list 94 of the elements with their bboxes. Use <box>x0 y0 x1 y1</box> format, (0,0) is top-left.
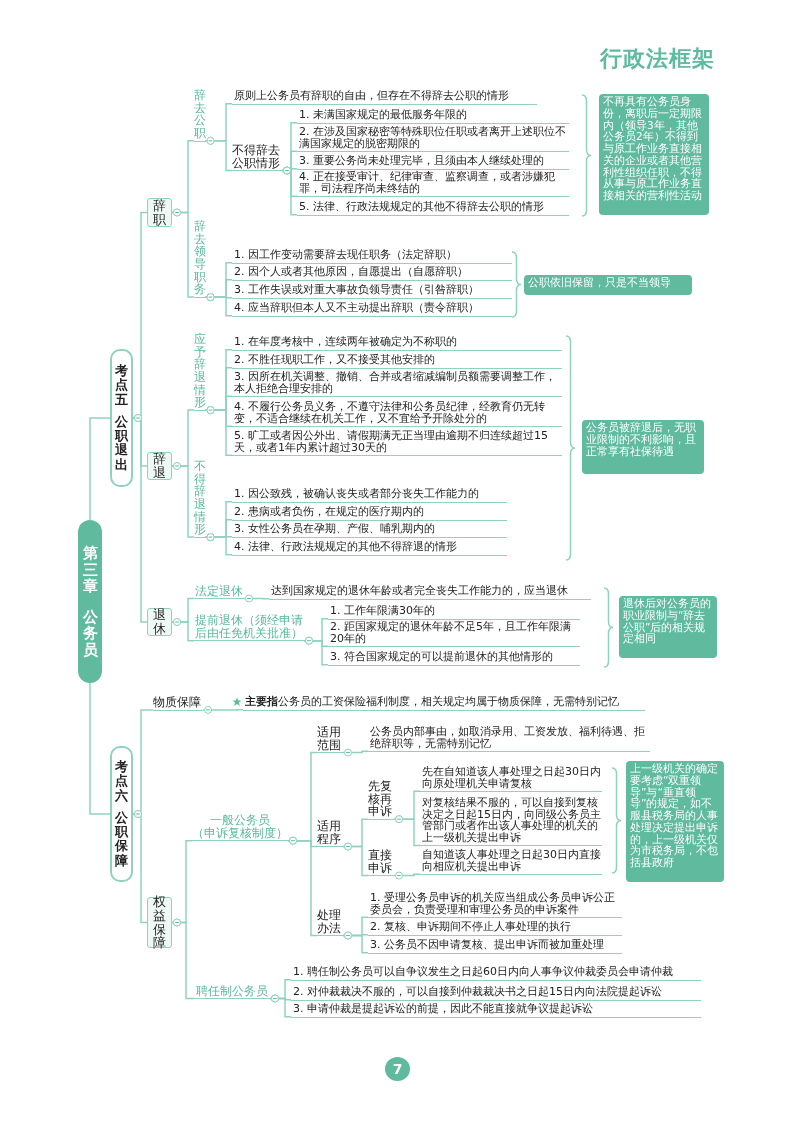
note-box: 不再具有公务员身份，离职后一定期限内（领导3年，其他公务员2年）不得到与原工作业务直接相关的企业或者其他营利性组织任职，不得从事与原工作业务直接相关的营利性活动 <box>599 94 709 215</box>
branch-heading: 辞去公职 <box>194 89 206 142</box>
connector-line <box>204 136 233 172</box>
list-item: 3. 工作失误或对重大事故负领导责任（引咎辞职） <box>232 284 512 299</box>
chapter-title: 公务员 <box>82 608 98 658</box>
section-box: 权益保障 <box>147 897 172 948</box>
list-item: 公务员内部事由，如取消录用、工资发放、福利待遇、拒绝辞职等，无需特别记忆 <box>368 726 650 753</box>
connector-line <box>287 836 318 937</box>
branch-heading: 辞去领导职务 <box>194 220 206 298</box>
list-item: 5. 法律、行政法规规定的其他不得辞去公职的情形 <box>297 201 569 216</box>
connector-line <box>342 748 369 757</box>
list-item: 2. 患病或者负伤，在规定的医疗期内的 <box>232 506 507 521</box>
heading-text: （申诉复核制度） <box>192 827 288 841</box>
connector-line <box>171 918 195 1000</box>
list-item: 3. 公务员不因申请复核、提出申诉而被加重处理 <box>368 939 622 954</box>
connector-line <box>243 594 270 603</box>
list-item: 2. 复核、申诉期间不停止人事处理的执行 <box>368 921 622 936</box>
connector-line <box>393 871 421 880</box>
connector-line <box>132 810 148 924</box>
branch-heading: 不得辞去公职情形 <box>232 144 282 172</box>
page-title: 行政法框架 <box>600 45 715 73</box>
branch-heading: 处理办法 <box>317 909 343 937</box>
connector-line <box>342 931 369 954</box>
list-item: 2. 在涉及国家秘密等特殊职位任职或者离开上述职位不满国家规定的脱密期限的 <box>297 126 569 153</box>
note-box: 退休后对公务员的职业限制与“辞去公职”后的相关规定相同 <box>619 596 717 658</box>
connector-line <box>393 815 421 847</box>
branch-heading: 聘任制公务员 <box>194 985 270 1000</box>
list-item: 1. 因公致残，被确认丧失或者部分丧失工作能力的 <box>232 488 507 503</box>
connector-line <box>303 636 329 666</box>
topic-title: 考点五 <box>115 363 128 407</box>
topic-box <box>110 746 133 882</box>
section-box: 退休 <box>147 608 172 636</box>
branch-heading: 应予辞退情形 <box>194 333 206 411</box>
list-item: 1. 受理公务员申诉的机关应当组成公务员申诉公正委员会，负责受理和审理公务员的申诉案件 <box>368 892 622 919</box>
list-item: 4. 应当辞职但本人又不主动提出辞职（责令辞职） <box>232 302 512 317</box>
connector-line <box>342 842 369 877</box>
topic-box <box>110 349 133 487</box>
connector-line <box>269 994 292 1018</box>
list-item: 自知道该人事处理之日起30日内直接向相应机关提出申诉 <box>420 849 602 876</box>
list-item: 对复核结果不服的，可以自接到复核决定之日起15日内，向同级公务员主管部门或者作出该人事处理的机关的上一级机关提出申诉 <box>420 797 602 847</box>
branch-heading: 适用程序 <box>317 820 343 848</box>
note-box: 公职依旧保留，只是不当领导 <box>524 275 692 295</box>
list-item: 4. 不履行公务员义务，不遵守法律和公务员纪律，经教育仍无转变，不适合继续在机关工作，又不宜给予开除处分的 <box>232 401 562 428</box>
list-item: 原则上公务员有辞职的自由，但存在不得辞去公职的情形 <box>232 90 537 105</box>
list-item: 2. 距国家规定的退休年龄不足5年，且工作年限满20年的 <box>328 621 580 648</box>
list-item: 1. 聘任制公务员可以自争议发生之日起60日内向人事争议仲裁委员会申请仲裁 <box>291 966 701 981</box>
connector-line <box>204 533 233 556</box>
list-item: 达到国家规定的退休年龄或者完全丧失工作能力的，应当退休 <box>269 585 591 600</box>
list-item: 1. 未满国家规定的最低服务年限的 <box>297 109 569 124</box>
connector-line <box>89 417 111 521</box>
list-item: 2. 对仲裁裁决不服的，可以自接到仲裁裁决书之日起15日内向法院提起诉讼 <box>291 986 701 1001</box>
list-item: 3. 女性公务员在孕期、产假、哺乳期内的 <box>232 523 507 538</box>
topic-title: 公职退出 <box>115 414 128 473</box>
note-box: 公务员被辞退后，无职业限制的不利影响，且正常享有社保待遇 <box>582 420 704 474</box>
connector-line <box>89 682 111 815</box>
list-item: 3. 申请仲裁是提起诉讼的前提，因此不能直接就争议提起诉讼 <box>291 1003 701 1018</box>
chapter-title: 第三章 <box>82 545 98 595</box>
list-item: 4. 正在接受审计、纪律审查、监察调查，或者涉嫌犯罪，司法程序尚未终结的 <box>297 171 569 198</box>
list-item: 1. 在年度考核中，连续两年被确定为不称职的 <box>232 336 562 351</box>
list-item: 5. 旷工或者因公外出、请假期满无正当理由逾期不归连续超过15天，或者1年内累计超过30天的 <box>232 430 562 457</box>
branch-heading: 先复核再申诉 <box>368 780 394 820</box>
connector-line <box>171 208 195 298</box>
connector-line <box>202 705 244 714</box>
list-item: 2. 不胜任现职工作，又不接受其他安排的 <box>232 354 562 369</box>
branch-heading: 法定退休 <box>194 585 244 600</box>
topic-title: 考点六 <box>115 759 128 803</box>
heading-text: 一般公务员 <box>209 814 271 827</box>
list-item: 1. 工作年限满30年的 <box>328 605 580 620</box>
connector-line <box>132 414 148 623</box>
list-item: 3. 重要公务尚未处理完毕，且须由本人继续处理的 <box>297 155 569 170</box>
connector-line <box>281 166 298 216</box>
list-item: 2. 因个人或者其他原因，自愿提出（自愿辞职） <box>232 266 512 281</box>
branch-heading: 适用范围 <box>317 726 343 754</box>
section-box: 辞职 <box>147 198 172 227</box>
branch-heading: 直接申诉 <box>368 849 394 877</box>
list-item: 3. 因所在机关调整、撤销、合并或者缩减编制员额需要调整工作，本人拒绝合理安排的 <box>232 371 562 398</box>
connector-line <box>204 293 233 317</box>
branch-heading: 提前退休（须经申请后由任免机关批准） <box>194 614 304 642</box>
list-item: 1. 因工作变动需要辞去现任职务（法定辞职） <box>232 249 512 264</box>
section-box: 辞退 <box>147 452 172 480</box>
page-number: 7 <box>385 1057 410 1081</box>
list-item: 先在自知道该人事处理之日起30日内向原处理机关申请复核 <box>420 766 602 793</box>
topic-title: 公职保障 <box>115 810 128 869</box>
connector-line <box>171 462 195 538</box>
branch-heading <box>192 814 288 842</box>
chapter-box <box>78 520 102 683</box>
note-box: 上一级机关的确定要考虑“双重领导”与“垂直领导”的规定，如不服县税务局的人事处理决定提出申诉的，上一级机关仅为市税务局，不包括县政府 <box>626 761 724 882</box>
branch-heading: 不得辞退情形 <box>194 460 206 538</box>
connector-line <box>204 406 233 457</box>
branch-heading: 物质保障 <box>153 696 203 711</box>
list-item: 3. 符合国家规定的可以提前退休的其他情形的 <box>328 651 580 666</box>
list-item: 4. 法律、行政法规规定的其他不得辞退的情形 <box>232 541 507 556</box>
list-item: 主要指公务员的工资保险福利制度，相关规定均属于物质保障，无需特别记忆 <box>243 696 645 711</box>
connector-line <box>171 618 195 642</box>
